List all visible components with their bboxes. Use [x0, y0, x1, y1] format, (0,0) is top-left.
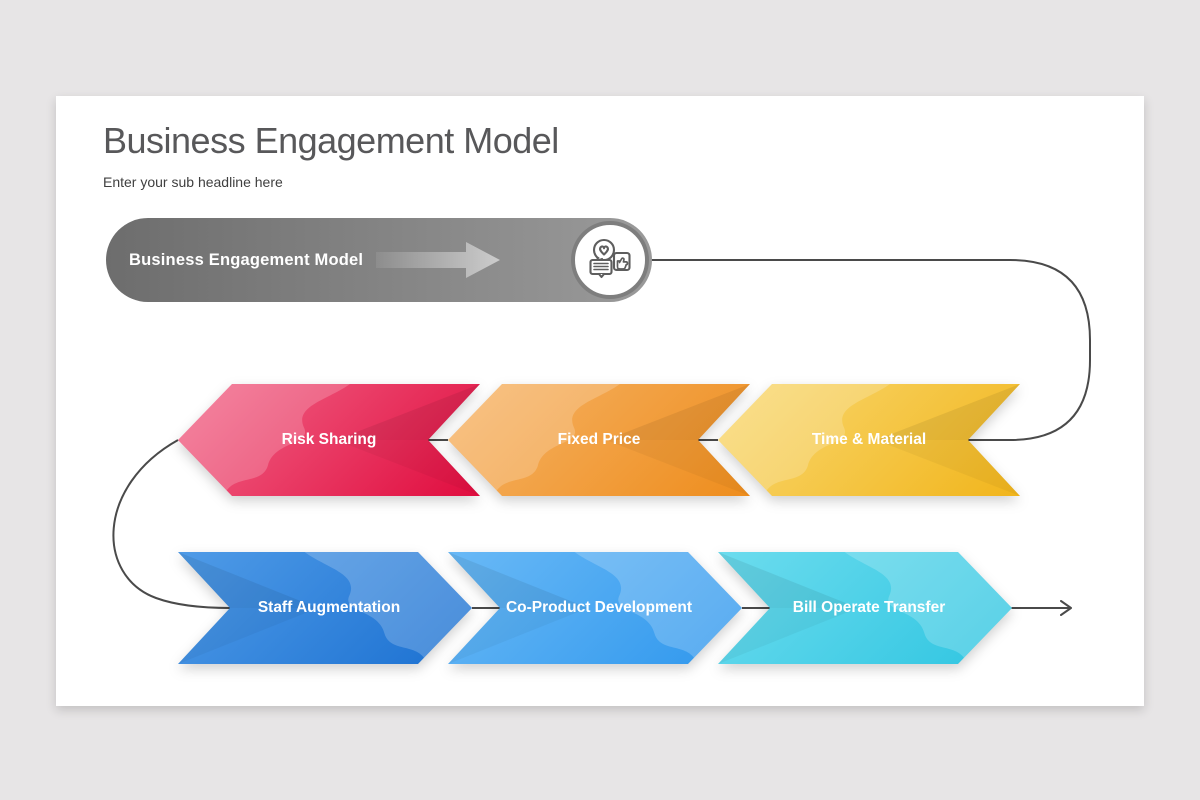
page-title: Business Engagement Model: [103, 120, 559, 161]
start-pill-label: Business Engagement Model: [129, 250, 364, 269]
chevron-label: Bill Operate Transfer: [792, 599, 946, 616]
wave-pattern: [178, 384, 480, 496]
chevron-bill-operate-transfer: Bill Operate Transfer: [718, 552, 1012, 664]
chevron-staff-augmentation: Staff Augmentation: [178, 552, 472, 664]
slide-card: Business Engagement Model Enter your sub…: [56, 96, 1144, 706]
feedback-engagement-icon: [571, 221, 649, 299]
chevron-label: Co-Product Development: [505, 599, 692, 616]
wave-pattern: [448, 552, 742, 664]
wave-pattern: [718, 552, 1012, 664]
wave-pattern: [178, 552, 472, 664]
pill-arrow-icon: [376, 242, 500, 278]
chevron-time-and-material: Time & Material: [718, 384, 1020, 496]
chevron-fixed-price: Fixed Price: [448, 384, 750, 496]
chevron-label: Time & Material: [811, 431, 927, 448]
wave-pattern: [448, 384, 750, 496]
chevron-label: Fixed Price: [557, 431, 641, 448]
page-subtitle: Enter your sub headline here: [103, 174, 283, 190]
flow-end-arrow: [1011, 600, 1072, 616]
chevron-label: Staff Augmentation: [257, 599, 401, 616]
chevron-co-product-development: Co-Product Development: [448, 552, 742, 664]
start-pill: Business Engagement Model: [106, 218, 652, 302]
chevron-label: Risk Sharing: [281, 431, 377, 448]
wave-pattern: [718, 384, 1020, 496]
chevron-risk-sharing: Risk Sharing: [178, 384, 480, 496]
